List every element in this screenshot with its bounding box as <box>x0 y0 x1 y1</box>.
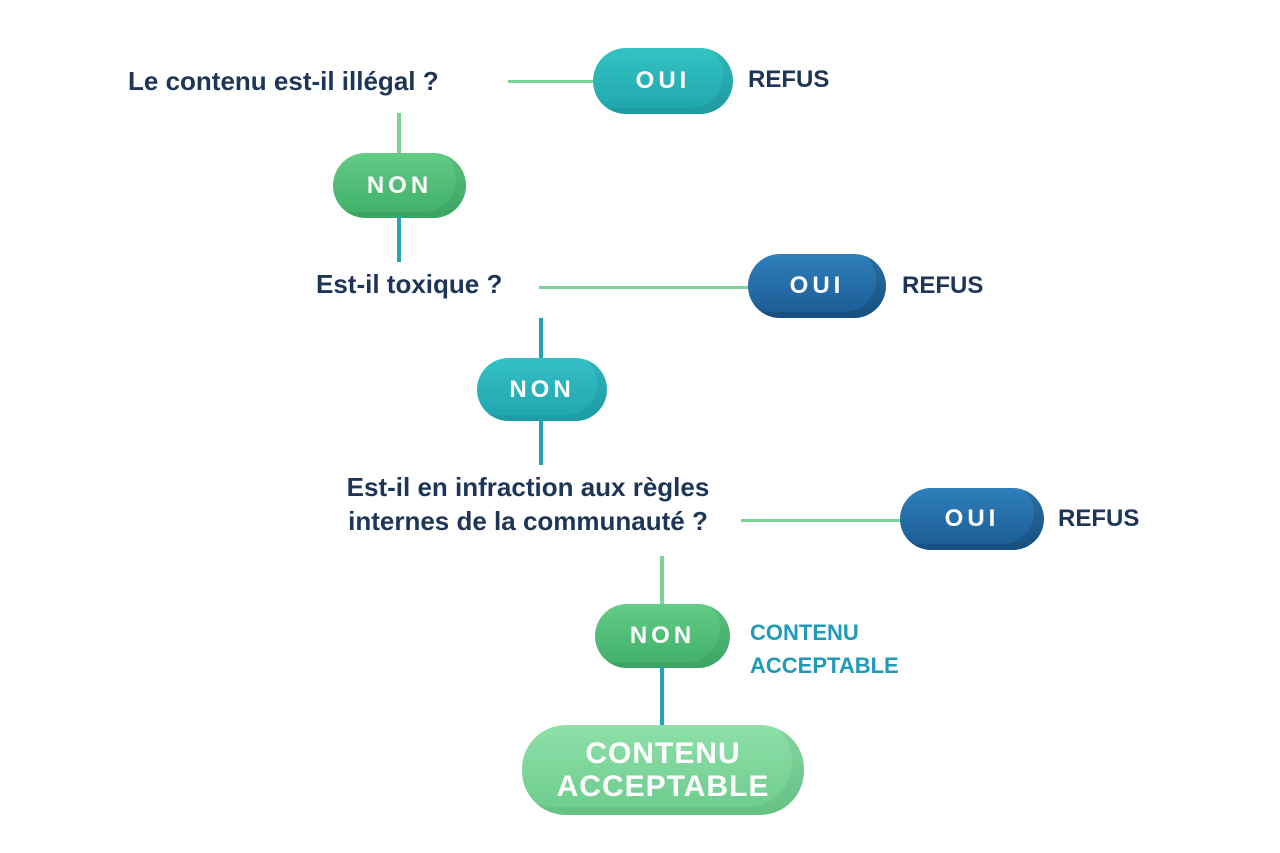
acceptable-label-line1: CONTENU <box>750 620 859 645</box>
acceptable-label-line2: ACCEPTABLE <box>750 653 899 678</box>
no-pill-1: NON <box>333 153 466 218</box>
connector-yes-2 <box>539 286 756 289</box>
connector-no-2-bottom <box>539 419 543 465</box>
connector-yes-3 <box>741 519 908 522</box>
question-illegal: Le contenu est-il illégal ? <box>128 66 439 96</box>
acceptable-label: CONTENU ACCEPTABLE <box>750 616 899 682</box>
connector-no-3-top <box>660 556 664 606</box>
final-acceptable-pill: CONTENU ACCEPTABLE <box>522 725 804 815</box>
connector-yes-1 <box>508 80 603 83</box>
question-toxic: Est-il toxique ? <box>316 269 503 299</box>
connector-final <box>660 666 664 728</box>
refus-label-3: REFUS <box>1058 505 1140 532</box>
connector-no-1-top <box>397 113 401 155</box>
refus-label-1: REFUS <box>748 66 830 93</box>
question-rules-line2: internes de la communauté ? <box>348 506 708 536</box>
question-rules-line1: Est-il en infraction aux règles <box>346 472 710 502</box>
no-pill-3: NON <box>595 604 730 668</box>
connector-no-2-top <box>539 318 543 360</box>
yes-pill-3: OUI <box>900 488 1044 550</box>
yes-pill-1: OUI <box>593 48 733 114</box>
yes-pill-2: OUI <box>748 254 886 318</box>
connector-no-1-bottom <box>397 216 401 262</box>
no-pill-2: NON <box>477 358 607 421</box>
final-line1: CONTENU <box>585 737 741 770</box>
refus-label-2: REFUS <box>902 272 984 299</box>
final-line2: ACCEPTABLE <box>556 770 770 803</box>
question-rules: Est-il en infraction aux règles internes… <box>330 470 726 538</box>
